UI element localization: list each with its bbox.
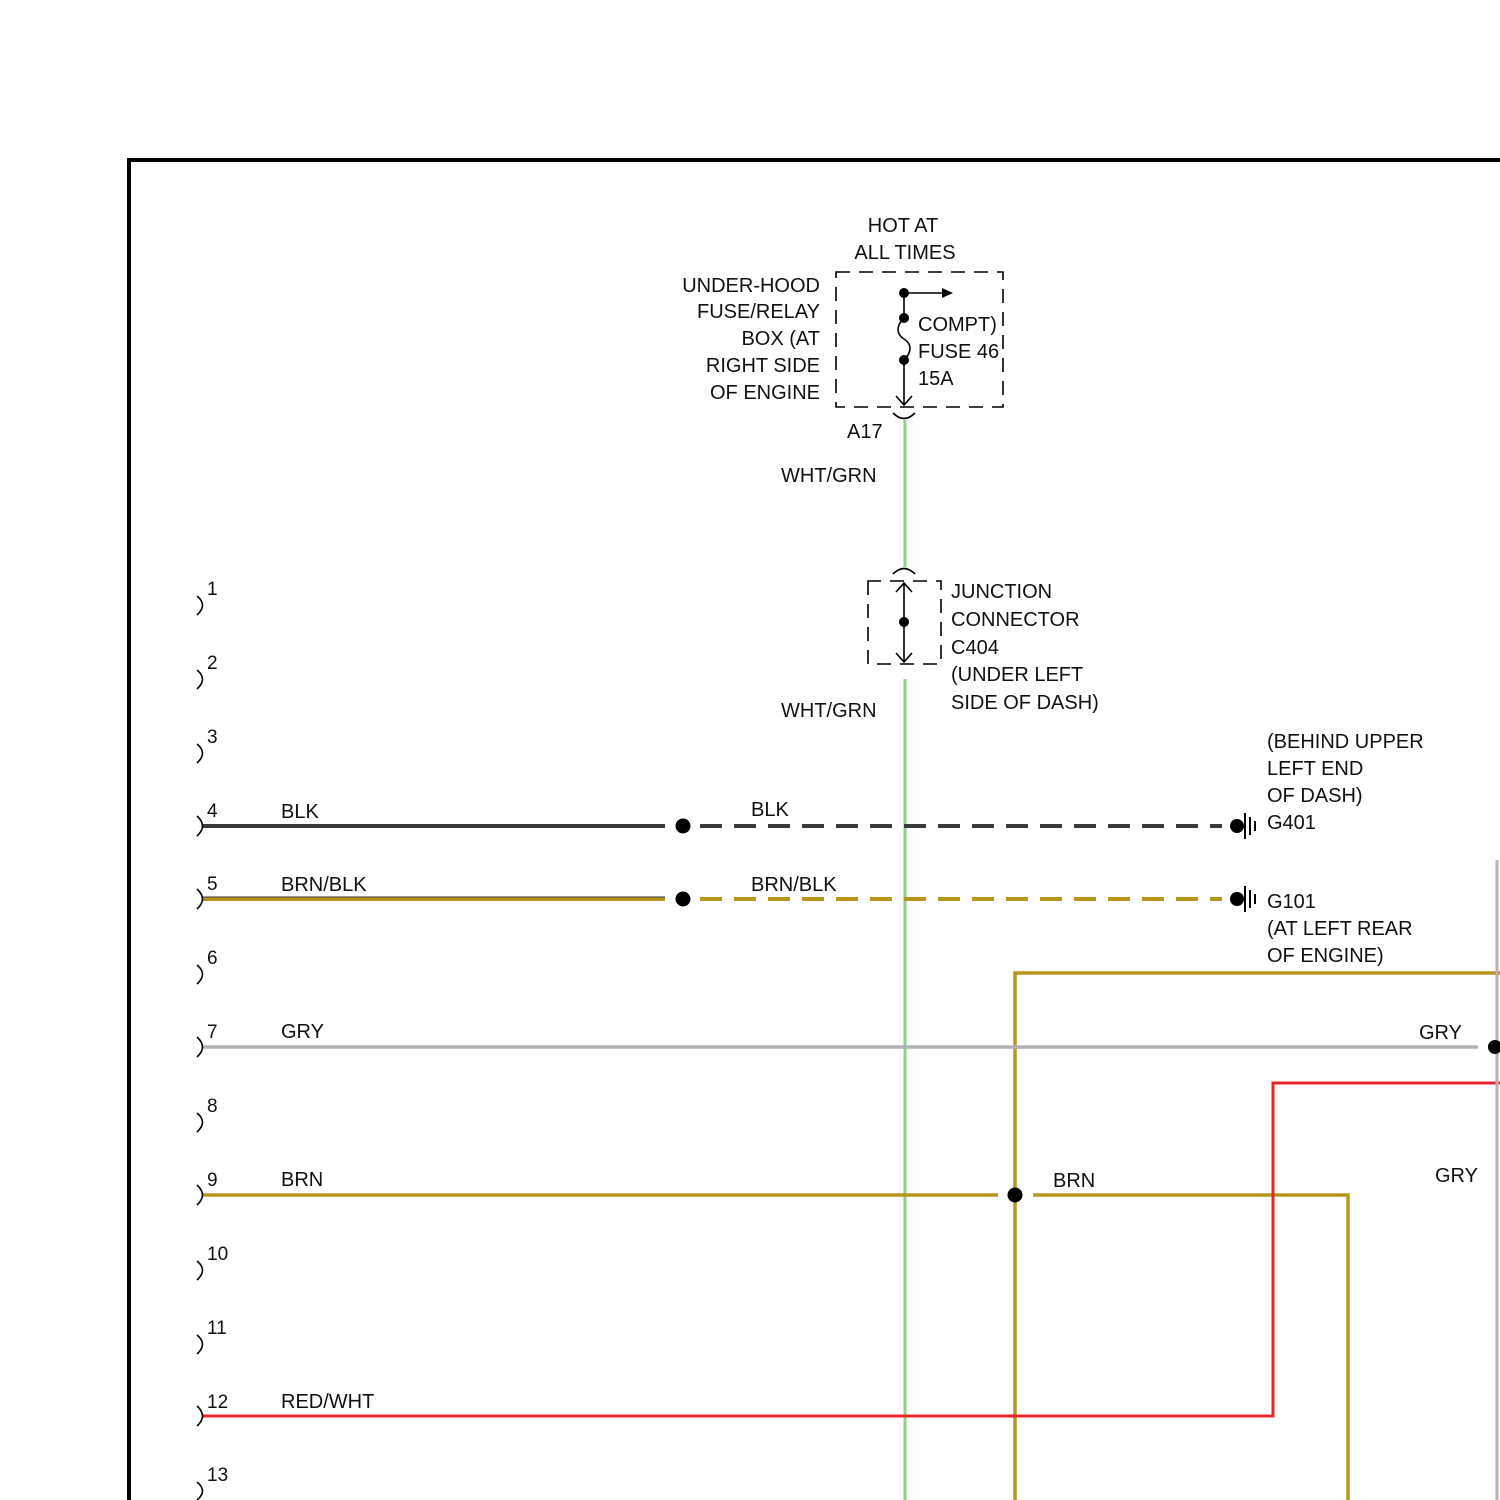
pin-number-9: 9 [207, 1170, 218, 1191]
wire-red-wht [203, 1083, 1500, 1416]
wire-brn-trunk [1015, 973, 1500, 1500]
g401-label: G401 [1267, 812, 1316, 834]
wire-brn-right [1033, 1195, 1348, 1500]
pin-number-1: 1 [207, 579, 218, 600]
wire-label-brn-blk-left: BRN/BLK [281, 874, 367, 896]
g101-label: G101 [1267, 891, 1316, 913]
wire-label-blk-left: BLK [281, 801, 319, 823]
fuse-label-line-3: 15A [918, 368, 954, 390]
fuse-label-line-1: COMPT) [918, 314, 997, 336]
fuse-box-location-line-4: RIGHT SIDE [706, 355, 820, 377]
junction-connector-c404 [868, 569, 941, 665]
pin-number-12: 12 [207, 1392, 228, 1413]
wire-label-gry-far-right: GRY [1435, 1165, 1478, 1187]
pin-13-terminal [197, 1482, 203, 1500]
pin-10-terminal [197, 1261, 203, 1280]
wire-label-wht-grn-lower: WHT/GRN [781, 700, 877, 722]
pin-1-terminal [197, 596, 203, 615]
pin-number-10: 10 [207, 1244, 228, 1265]
pin-number-11: 11 [207, 1318, 227, 1339]
junction-label-line-5: SIDE OF DASH) [951, 692, 1099, 714]
pin-12-terminal [197, 1406, 203, 1426]
pin-6-terminal [197, 965, 203, 984]
connector-pin-terminals [197, 596, 203, 1500]
bus-arrow-icon [942, 288, 953, 298]
pin-number-2: 2 [207, 653, 218, 674]
ground-g101-symbol [1230, 886, 1255, 912]
terminal-a17-label: A17 [847, 421, 883, 443]
g401-location-line-3: OF DASH) [1267, 785, 1363, 807]
junction-label-line-2: CONNECTOR [951, 609, 1080, 631]
wire-label-gry-left: GRY [281, 1021, 324, 1043]
pin-9-terminal [197, 1185, 203, 1205]
pin-number-6: 6 [207, 948, 218, 969]
g401-location-line-1: (BEHIND UPPER [1267, 731, 1424, 753]
splice-dot-brn [1008, 1188, 1023, 1203]
pin-7-terminal [197, 1037, 203, 1057]
g101-location-line-1: (AT LEFT REAR [1267, 918, 1413, 940]
pin-number-7: 7 [207, 1022, 218, 1043]
pin-number-8: 8 [207, 1096, 218, 1117]
wire-label-gry-right: GRY [1419, 1022, 1462, 1044]
wire-label-brn-left: BRN [281, 1169, 323, 1191]
g101-location-line-2: OF ENGINE) [1267, 945, 1384, 967]
pin-number-4: 4 [207, 801, 218, 822]
ground-g401-symbol [1230, 813, 1255, 839]
wire-label-brn-blk-right: BRN/BLK [751, 874, 837, 896]
wire-label-brn-right: BRN [1053, 1170, 1095, 1192]
fuse-box-location-line-1: UNDER-HOOD [682, 275, 820, 297]
fuse-box-location-line-5: OF ENGINE [710, 382, 820, 404]
pin-11-terminal [197, 1335, 203, 1354]
splice-dot-gry [1488, 1040, 1500, 1054]
splice-dot-brn-blk [676, 892, 691, 907]
fuse-box-location-line-2: FUSE/RELAY [697, 301, 820, 323]
wire-label-red-wht: RED/WHT [281, 1391, 374, 1413]
junction-label-line-4: (UNDER LEFT [951, 664, 1083, 686]
hot-at-label-line-2: ALL TIMES [854, 242, 955, 264]
pin-4-terminal [197, 816, 203, 836]
pin-number-3: 3 [207, 727, 218, 748]
pin-number-5: 5 [207, 874, 218, 895]
g401-location-line-2: LEFT END [1267, 758, 1363, 780]
fuse-box-location-line-3: BOX (AT [741, 328, 820, 350]
hot-at-label-line-1: HOT AT [868, 215, 938, 237]
splice-dot-blk [676, 819, 691, 834]
pin-3-terminal [197, 744, 203, 763]
pin-2-terminal [197, 670, 203, 689]
junction-label-line-1: JUNCTION [951, 581, 1052, 603]
fuse-label-line-2: FUSE 46 [918, 341, 999, 363]
pin-number-13: 13 [207, 1465, 228, 1486]
junction-label-line-3: C404 [951, 637, 999, 659]
wire-label-wht-grn-upper: WHT/GRN [781, 465, 877, 487]
wire-label-blk-right: BLK [751, 799, 789, 821]
pin-8-terminal [197, 1113, 203, 1132]
fuse-icon [898, 318, 910, 360]
pin-5-terminal [197, 889, 203, 909]
